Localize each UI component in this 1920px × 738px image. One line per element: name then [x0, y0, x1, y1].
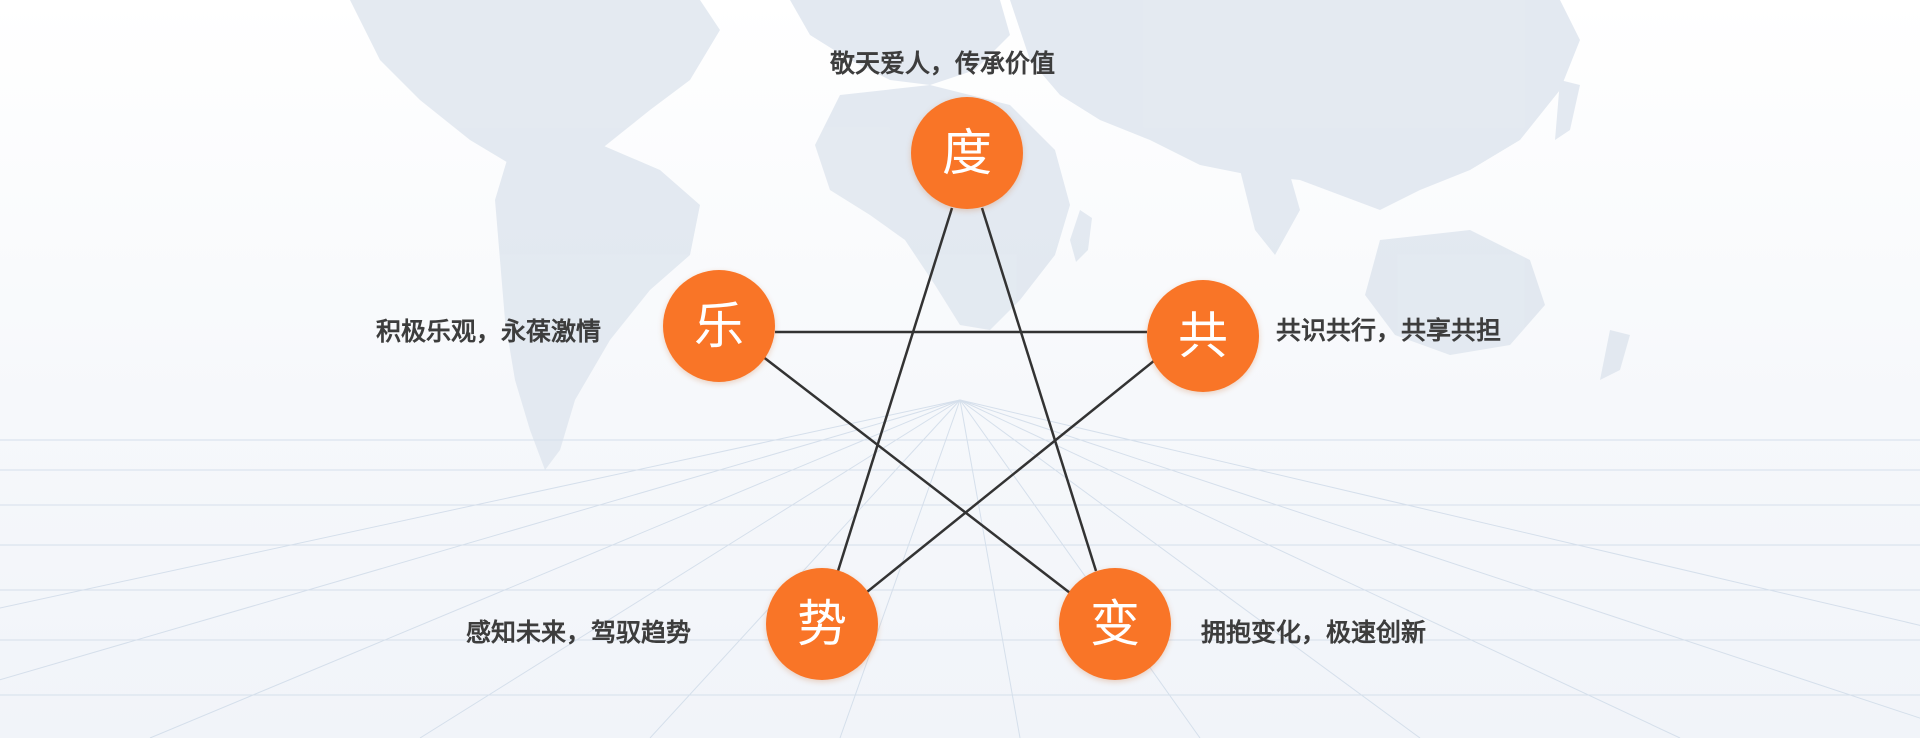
- caption-bian: 拥抱变化，极速创新: [1201, 618, 1427, 647]
- node-shi[interactable]: 势: [766, 568, 878, 680]
- caption-le: 积极乐观，永葆激情: [376, 317, 602, 346]
- edge-du-shi: [836, 207, 954, 572]
- edge-gong-shi: [861, 355, 1161, 597]
- node-du[interactable]: 度: [911, 97, 1023, 209]
- caption-gong: 共识共行，共享共担: [1276, 316, 1502, 345]
- caption-du: 敬天爱人，传承价值: [830, 49, 1056, 78]
- edge-le-bian: [761, 355, 1075, 597]
- node-bian[interactable]: 变: [1059, 568, 1171, 680]
- caption-shi: 感知未来，驾驭趋势: [466, 618, 692, 647]
- node-gong[interactable]: 共: [1147, 280, 1259, 392]
- node-le[interactable]: 乐: [663, 270, 775, 382]
- perspective-grid-icon: [0, 399, 1920, 738]
- edge-du-bian: [980, 207, 1098, 572]
